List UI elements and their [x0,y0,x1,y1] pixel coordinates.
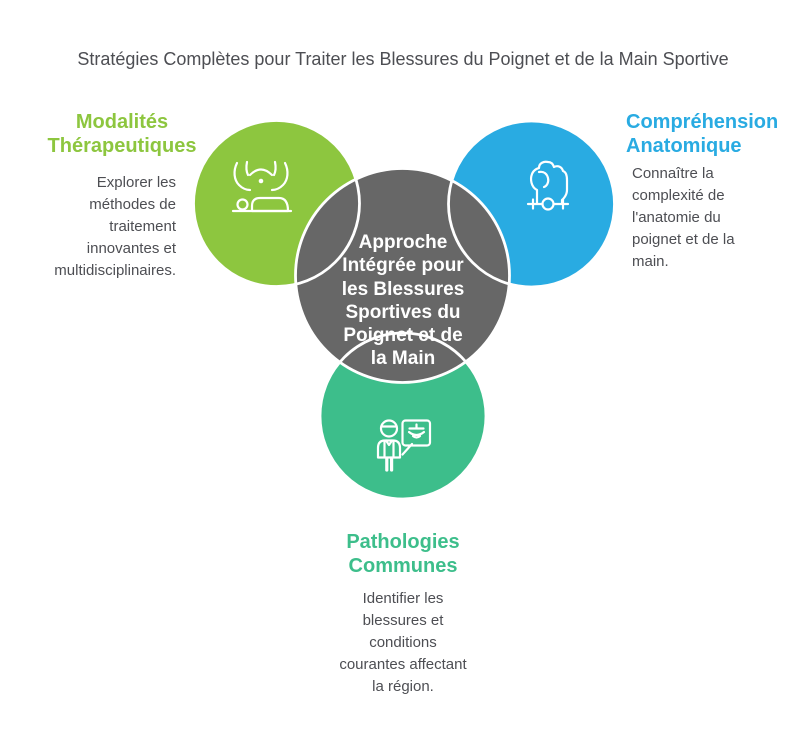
page-title: Stratégies Complètes pour Traiter les Bl… [77,49,729,69]
section-body-modalites: Explorer les méthodes de traitement inno… [54,174,176,279]
section-body-comprehension: Connaître la complexité de l'anatomie du… [632,165,735,270]
section-heading-comprehension: Compréhension Anatomique [626,111,779,157]
section-body-pathologies: Identifier les blessures et conditions c… [339,590,467,695]
center-label: Approche Intégrée pour les Blessures Spo… [341,232,465,370]
section-heading-pathologies: Pathologies Communes [346,531,460,577]
section-heading-modalites: Modalités Thérapeutiques [47,111,197,157]
